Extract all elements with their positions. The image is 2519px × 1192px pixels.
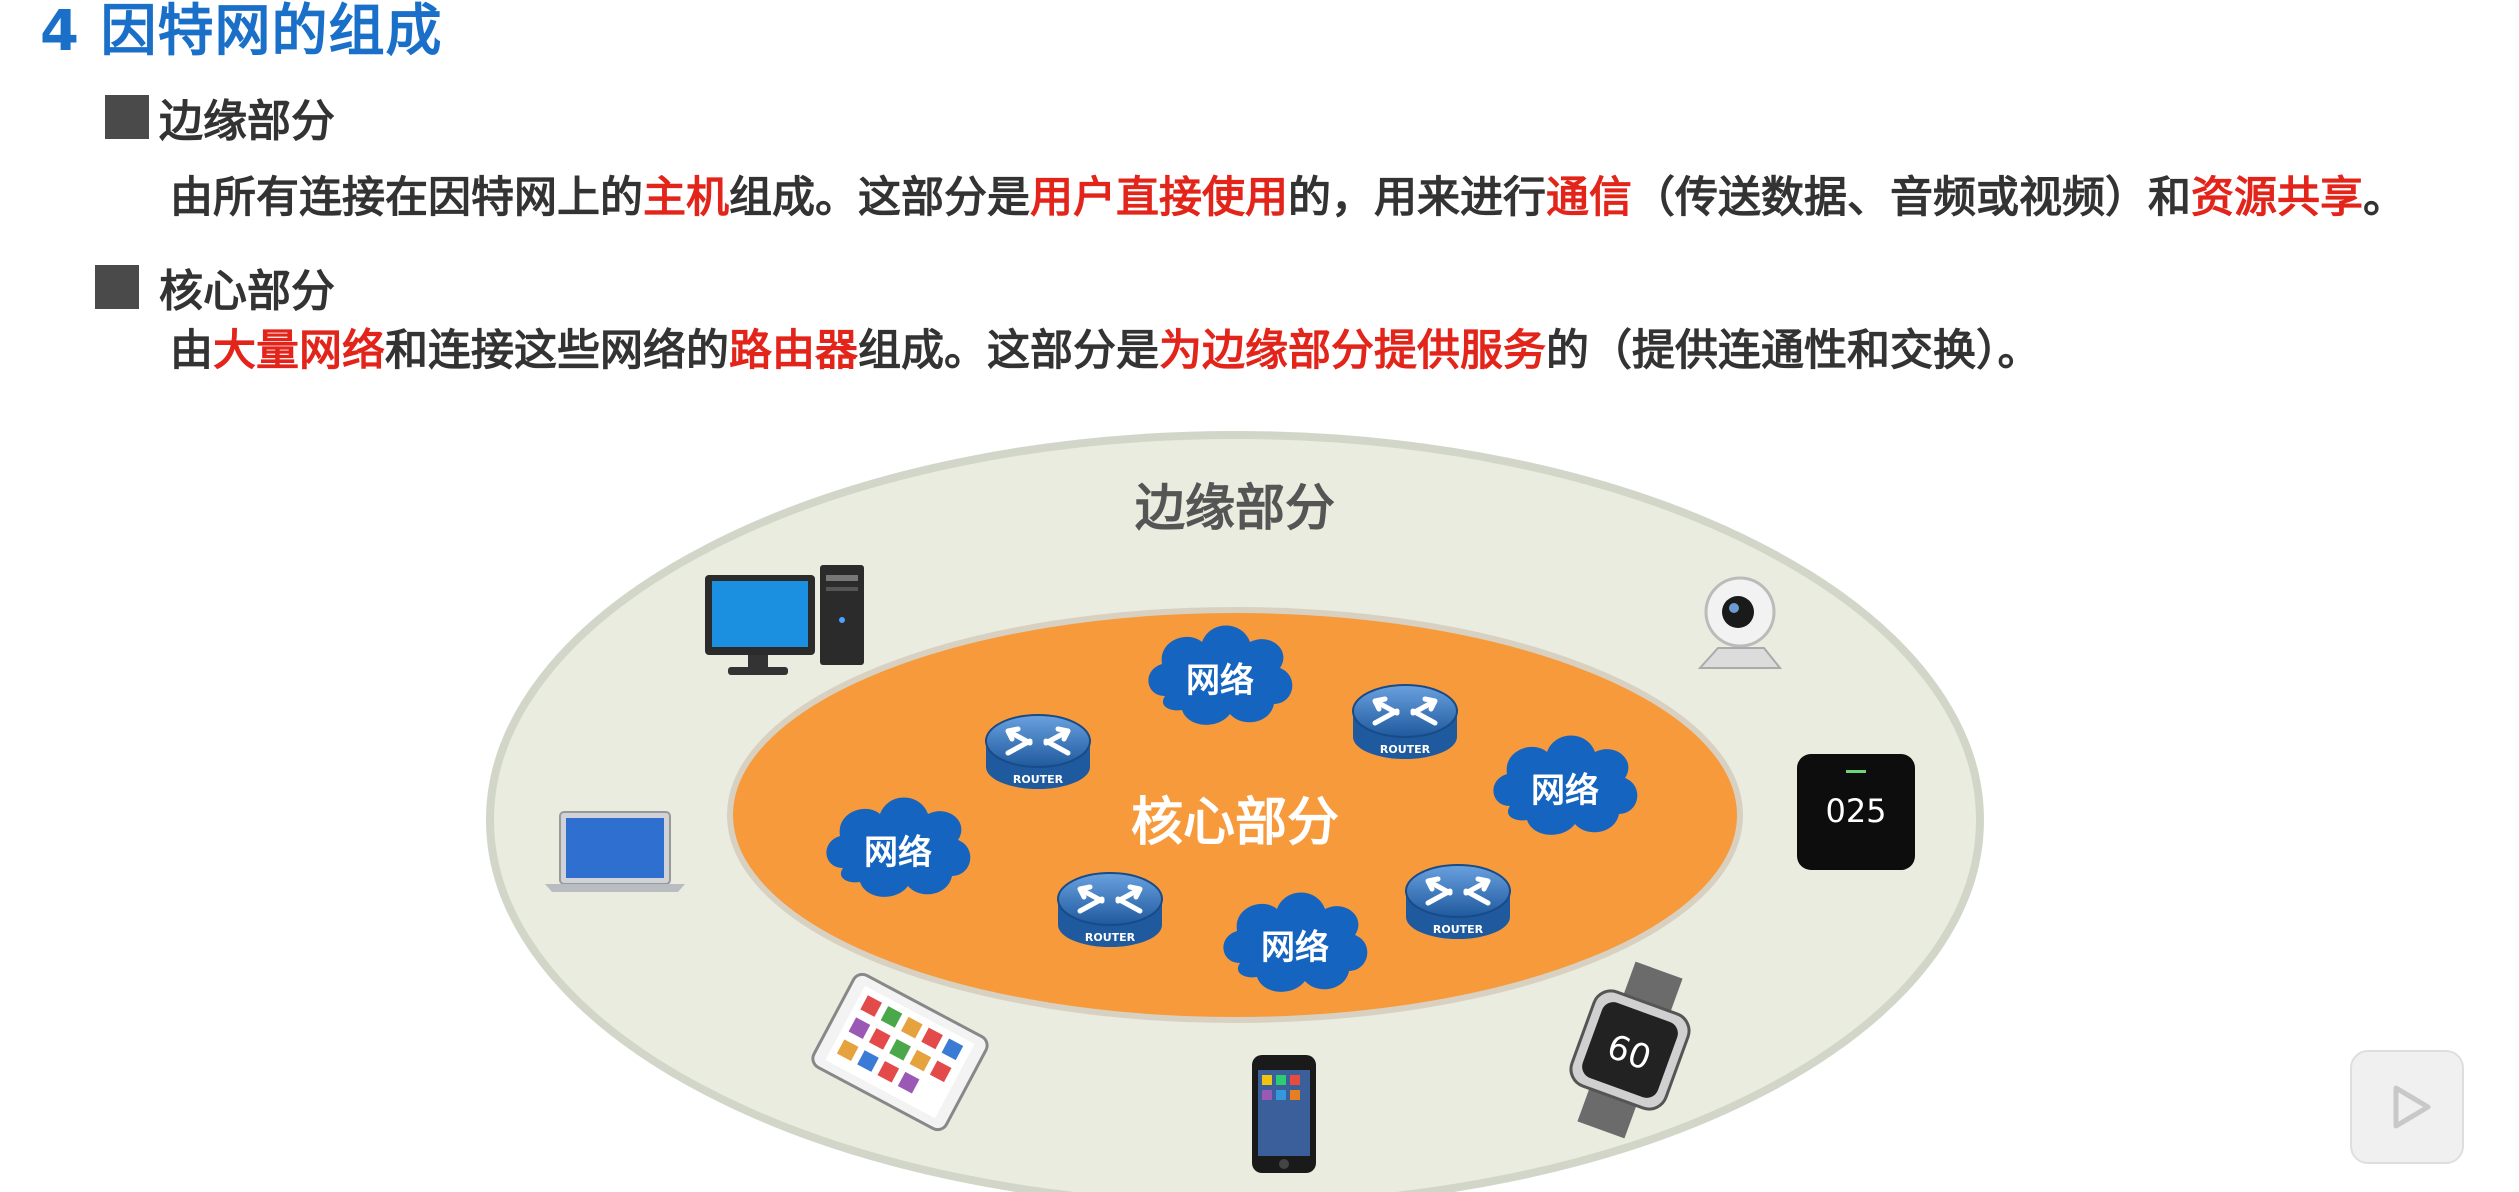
router-label: ROUTER bbox=[1085, 931, 1136, 944]
page-title: 4 因特网的组成 bbox=[40, 0, 443, 64]
edge-bullet: 边缘部分 bbox=[105, 85, 335, 149]
router-icon: ROUTER bbox=[1406, 865, 1510, 939]
router-label: ROUTER bbox=[1380, 743, 1431, 756]
laptop-icon bbox=[545, 811, 685, 892]
description-text: 组成。这部分是 bbox=[729, 173, 1030, 223]
description-text: （传送数据、音频或视频）和 bbox=[1632, 173, 2191, 223]
router-icon: ROUTER bbox=[1353, 685, 1457, 759]
webcam-icon bbox=[1697, 576, 1783, 669]
highlighted-text: 为边缘部分提供服务 bbox=[1159, 326, 1546, 376]
tablet-icon bbox=[811, 972, 989, 1132]
play-icon bbox=[2393, 1085, 2431, 1129]
router-icon: ROUTER bbox=[1058, 873, 1162, 947]
network-cloud-icon: 网络 bbox=[1223, 892, 1368, 992]
network-label: 网络 bbox=[864, 833, 932, 873]
play-button[interactable] bbox=[2350, 1050, 2464, 1164]
highlighted-text: 通信 bbox=[1546, 173, 1632, 223]
highlighted-text: 用户直接使用 bbox=[1030, 173, 1288, 223]
edge-label: 边缘部分 bbox=[1135, 479, 1335, 537]
highlighted-text: 大量网络 bbox=[213, 326, 385, 376]
desktop-computer-icon bbox=[705, 565, 864, 675]
network-label: 网络 bbox=[1261, 928, 1329, 968]
description-text: 的（提供连通性和交换）。 bbox=[1546, 326, 2041, 376]
highlighted-text: 资源共享 bbox=[2191, 173, 2363, 223]
network-label: 网络 bbox=[1186, 661, 1254, 701]
edge-heading: 边缘部分 bbox=[159, 96, 335, 147]
core-heading: 核心部分 bbox=[159, 266, 335, 317]
smartwatch-icon: 60 bbox=[1569, 961, 1691, 1139]
core-description: 由大量网络和连接这些网络的路由器组成。这部分是为边缘部分提供服务的（提供连通性和… bbox=[170, 323, 2041, 379]
core-label: 核心部分 bbox=[1131, 793, 1339, 853]
description-text: 。 bbox=[2363, 173, 2406, 223]
description-text: 的，用来进行 bbox=[1288, 173, 1546, 223]
device-display: 025 bbox=[1825, 792, 1886, 830]
core-bullet: 核心部分 bbox=[95, 255, 335, 319]
highlighted-text: 主机 bbox=[643, 173, 729, 223]
description-text: 组成。这部分是 bbox=[858, 326, 1159, 376]
edge-description: 由所有连接在因特网上的主机组成。这部分是用户直接使用的，用来进行通信（传送数据、… bbox=[170, 170, 2406, 226]
network-label: 网络 bbox=[1531, 771, 1599, 811]
network-cloud-icon: 网络 bbox=[1493, 735, 1638, 835]
router-label: ROUTER bbox=[1013, 773, 1064, 786]
bullet-square-icon bbox=[95, 265, 139, 309]
router-icon: ROUTER bbox=[986, 715, 1090, 789]
highlighted-text: 路由器 bbox=[729, 326, 858, 376]
smart-display-icon: 025 bbox=[1797, 754, 1915, 870]
network-cloud-icon: 网络 bbox=[826, 797, 971, 897]
description-text: 由所有连接在因特网上的 bbox=[170, 173, 643, 223]
router-label: ROUTER bbox=[1433, 923, 1484, 936]
description-text: 和连接这些网络的 bbox=[385, 326, 729, 376]
smartphone-icon bbox=[1252, 1055, 1316, 1173]
bullet-square-icon bbox=[105, 95, 149, 139]
network-cloud-icon: 网络 bbox=[1148, 625, 1293, 725]
description-text: 由 bbox=[170, 326, 213, 376]
